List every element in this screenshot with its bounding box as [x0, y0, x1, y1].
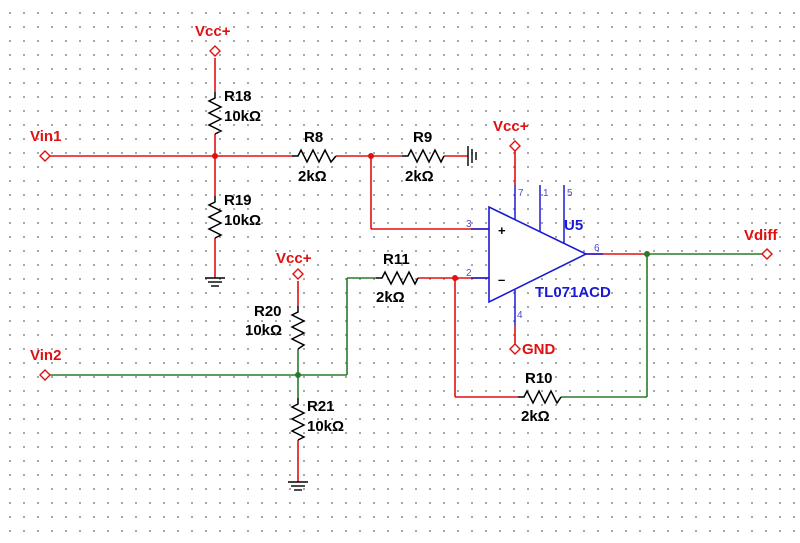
opamp-u5[interactable]: + – 7 1 5 3 2 6 4 U5 TL071ACD	[466, 151, 611, 344]
resistor-r18[interactable]	[207, 92, 223, 135]
r21-value: 10kΩ	[307, 418, 344, 435]
red-wires	[48, 58, 647, 482]
r20-ref: R20	[254, 303, 282, 320]
r8-ref: R8	[304, 129, 323, 146]
vcc-mid-connector[interactable]	[292, 268, 304, 280]
vin2-connector[interactable]	[39, 369, 51, 381]
pin-2-label: 2	[466, 268, 472, 279]
r18-value: 10kΩ	[224, 108, 261, 125]
r9-value: 2kΩ	[405, 168, 434, 185]
resistor-r21[interactable]	[290, 398, 306, 441]
r11-value: 2kΩ	[376, 289, 405, 306]
ground-r9	[467, 146, 477, 166]
junction-plus	[368, 153, 374, 159]
r21-ref: R21	[307, 398, 335, 415]
resistor-r11[interactable]	[376, 270, 419, 286]
r8-value: 2kΩ	[298, 168, 327, 185]
r9-ref: R9	[413, 129, 432, 146]
pin-3-label: 3	[466, 219, 472, 230]
opamp-part-label: TL071ACD	[535, 284, 611, 301]
gnd-label: GND	[522, 341, 556, 358]
r11-ref: R11	[383, 251, 410, 268]
pin-6-label: 6	[594, 243, 600, 254]
vin2-label: Vin2	[30, 347, 61, 364]
resistor-r10[interactable]	[518, 389, 562, 405]
junction-vin1	[212, 153, 218, 159]
gnd-connector[interactable]	[509, 343, 521, 355]
resistor-r8[interactable]	[292, 148, 337, 164]
r10-ref: R10	[525, 370, 553, 387]
vdiff-connector[interactable]	[761, 248, 773, 260]
r19-value: 10kΩ	[224, 212, 261, 229]
pin-1-label: 1	[543, 188, 549, 199]
junction-out	[644, 251, 650, 257]
vcc-mid-label: Vcc+	[276, 250, 312, 267]
green-wires	[48, 253, 764, 398]
ground-r19	[205, 277, 225, 287]
vcc-top-label: Vcc+	[195, 23, 231, 40]
r10-value: 2kΩ	[521, 408, 550, 425]
opamp-minus-sign: –	[498, 272, 505, 287]
opamp-triangle	[488, 205, 588, 304]
pin-7-label: 7	[518, 188, 524, 199]
vdiff-label: Vdiff	[744, 227, 778, 244]
r19-ref: R19	[224, 192, 252, 209]
vcc-top-connector[interactable]	[209, 45, 221, 57]
resistor-r19[interactable]	[207, 196, 223, 239]
junction-minus	[452, 275, 458, 281]
resistor-r9[interactable]	[402, 148, 445, 164]
opamp-ref-label: U5	[564, 217, 583, 234]
pin-5-label: 5	[567, 188, 573, 199]
r20-value: 10kΩ	[245, 322, 282, 339]
junction-vin2	[295, 372, 301, 378]
vcc-opamp-connector[interactable]	[509, 140, 521, 152]
opamp-plus-sign: +	[498, 223, 506, 238]
ground-r21	[288, 481, 308, 491]
r18-ref: R18	[224, 88, 252, 105]
pin-4-label: 4	[517, 310, 523, 321]
vin1-connector[interactable]	[39, 150, 51, 162]
vin1-label: Vin1	[30, 128, 61, 145]
resistor-r20[interactable]	[290, 306, 306, 350]
vcc-opamp-label: Vcc+	[493, 118, 529, 135]
